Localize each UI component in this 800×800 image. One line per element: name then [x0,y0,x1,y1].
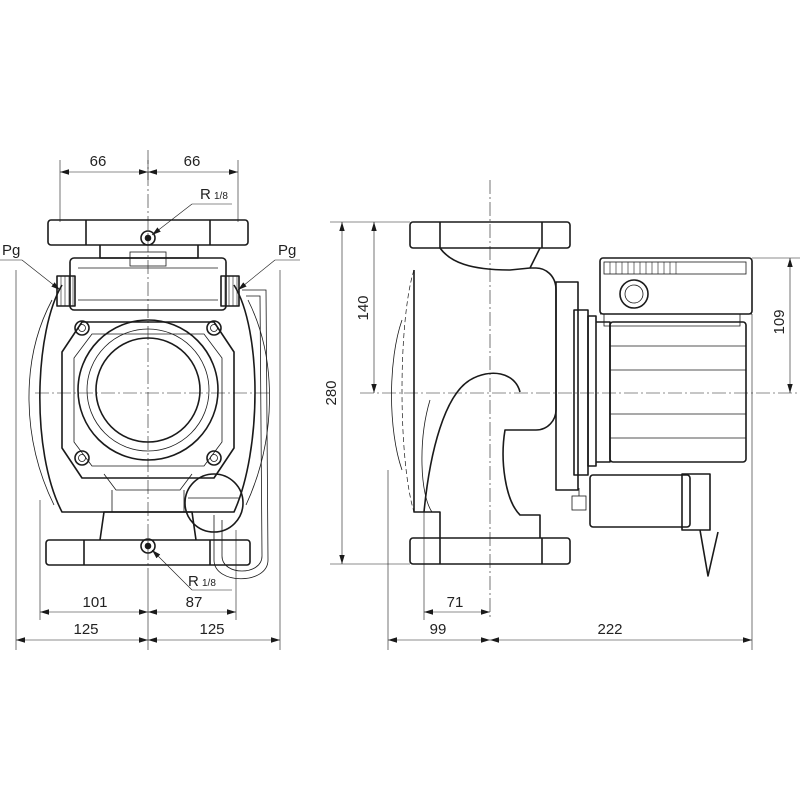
dim-99: 99 [430,621,447,638]
dim-222: 222 [597,621,622,638]
front-rotor-housing [77,319,219,461]
dimension-text: 66 66 101 87 125 125 71 99 222 280 140 1… [73,153,788,638]
side-volute-body [413,267,557,538]
front-pg-port-left [56,275,76,307]
dim-140: 140 [355,295,372,320]
front-flange-bolts [74,320,222,466]
dim-125-right: 125 [199,621,224,638]
label-r-bottom: R [188,573,199,590]
front-pressure-sensor [184,473,244,533]
side-view [360,180,800,620]
label-pg-right: Pg [278,242,296,259]
front-header-block [69,257,227,311]
dim-109: 109 [771,309,788,334]
side-control-knob [619,279,649,309]
side-motor-housing [596,321,747,463]
front-casing-bulge-right [245,299,270,506]
dim-66-right: 66 [184,153,201,170]
dim-66-left: 66 [90,153,107,170]
front-casing-bulge-left [28,299,55,506]
label-r-top-fraction: 1/8 [214,191,228,202]
label-pg-left: Pg [2,242,20,259]
side-terminal-box [571,473,719,577]
label-r-top: R [200,186,211,203]
dim-71: 71 [447,594,464,611]
side-interface-flange [573,309,589,476]
dim-125-left: 125 [73,621,98,638]
side-electronic-module [599,257,753,327]
dim-87: 87 [186,594,203,611]
dim-280: 280 [323,380,340,405]
front-casing-outline [39,284,256,513]
side-top-flange [409,221,571,249]
front-view [28,150,270,580]
front-plug-bottom [140,538,156,554]
label-r-bottom-fraction: 1/8 [202,578,216,589]
leader-lines [0,203,300,591]
callout-text: Pg Pg R 1/8 R 1/8 [2,186,296,590]
dimension-lines [15,160,800,650]
front-pg-port-right [220,275,240,307]
side-bottom-flange [409,537,571,565]
front-plug-top [140,230,156,246]
front-pressure-hose [213,289,269,579]
dim-101: 101 [82,594,107,611]
